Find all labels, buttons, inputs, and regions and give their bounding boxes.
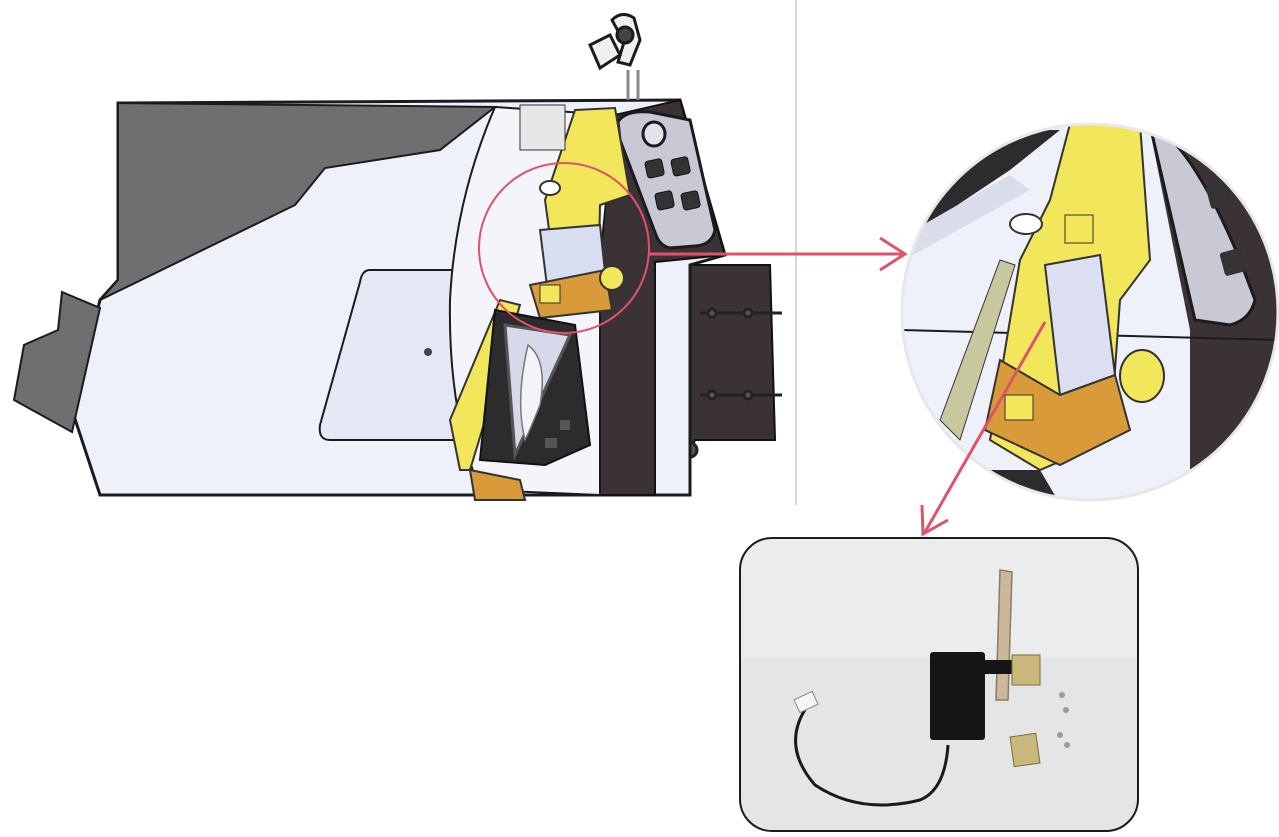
small-screws — [1057, 692, 1070, 748]
control-panel — [616, 110, 717, 250]
lower-latch-mechanism — [478, 308, 592, 467]
switch-body — [930, 652, 985, 740]
panel-button — [670, 156, 691, 177]
zoom-outline — [900, 122, 1279, 502]
housing-front-panel — [12, 290, 102, 434]
callout-circle — [478, 162, 650, 334]
brass-plate — [1011, 654, 1041, 686]
main-cad-view — [12, 13, 782, 501]
zoom-detail-view — [900, 122, 1279, 502]
housing-screw-hole — [424, 348, 432, 356]
wire-connector — [793, 690, 819, 714]
housing-top-panel — [99, 101, 498, 301]
sensor-wire — [794, 704, 950, 807]
arrow-down-icon — [920, 321, 1047, 537]
photo-part-view — [739, 537, 1139, 832]
key-icon — [588, 13, 642, 100]
arrow-right-icon — [649, 236, 908, 272]
brass-plate — [1009, 732, 1041, 768]
panel-round-button — [641, 120, 667, 148]
rear-mount-panel — [679, 264, 777, 456]
panel-button — [644, 158, 665, 179]
photo-frame — [739, 537, 1139, 832]
housing-window — [318, 269, 472, 441]
panel-button — [654, 190, 675, 211]
panel-button — [680, 190, 701, 211]
